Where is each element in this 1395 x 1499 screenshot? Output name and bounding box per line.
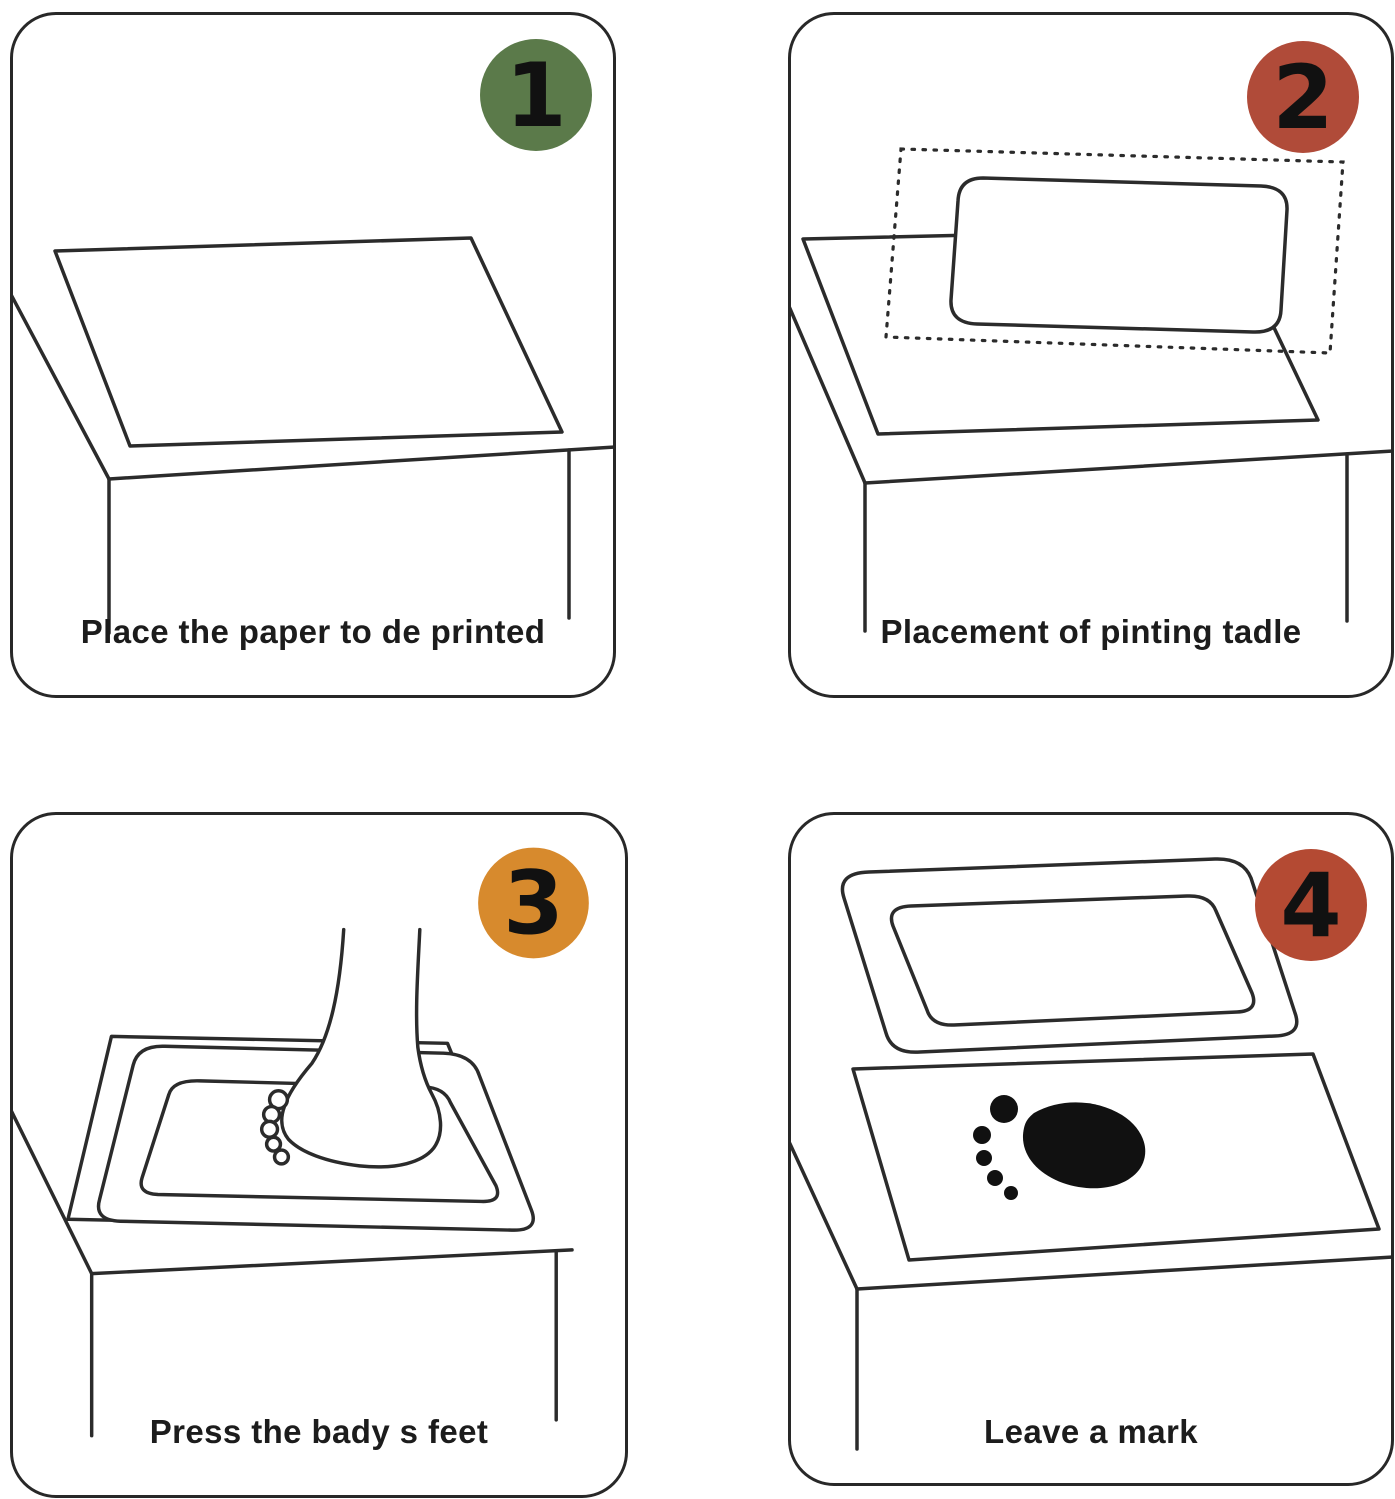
footprint-mark-illustration <box>973 1095 1146 1200</box>
step-caption: Press the bady s feet <box>149 1413 489 1450</box>
step-number-badge: 3 <box>478 847 589 959</box>
table-illustration <box>791 306 1391 633</box>
step-number: 1 <box>505 44 566 147</box>
step-number-badge: 2 <box>1247 41 1359 153</box>
step-caption: Leave a mark <box>984 1413 1198 1450</box>
badge-circle <box>478 847 589 959</box>
panel-step-2: 2 Placement of pinting tadle <box>788 12 1394 698</box>
step-3-illustration: 3 <box>13 847 589 1438</box>
paper-sheet-illustration <box>851 1052 1381 1262</box>
badge-circle <box>1255 849 1367 961</box>
lifted-ink-pad-illustration <box>840 857 1299 1054</box>
table-illustration <box>791 1141 1391 1451</box>
step-4-illustration: 4 <box>791 849 1391 1451</box>
table-illustration <box>13 1110 574 1438</box>
ink-pad-illustration <box>949 176 1289 334</box>
panel-step-4: 4 Leave a mark <box>788 812 1394 1486</box>
panel-step-3: 3 Press the bady s feet <box>10 812 628 1498</box>
step-number: 4 <box>1280 854 1341 957</box>
step-caption: Place the paper to de printed <box>80 613 546 650</box>
paper-sheet-illustration <box>53 236 564 448</box>
table-illustration <box>13 294 613 635</box>
toes-illustration <box>259 1089 291 1166</box>
step-number-badge: 4 <box>1255 849 1367 961</box>
ink-pad-inner-edge <box>139 1079 500 1204</box>
step-2-illustration: 2 <box>791 41 1391 633</box>
step-number: 3 <box>503 853 564 955</box>
badge-circle <box>480 39 592 151</box>
badge-circle <box>1247 41 1359 153</box>
baby-foot-illustration <box>259 927 443 1169</box>
step-number: 2 <box>1272 46 1333 149</box>
step-caption: Placement of pinting tadle <box>880 613 1302 650</box>
ink-pad-inner-edge <box>889 894 1256 1027</box>
panel-step-1: 1 Place the paper to de printed <box>10 12 616 698</box>
step-1-illustration: 1 <box>13 39 613 635</box>
big-toe-mark <box>990 1095 1018 1123</box>
step-number-badge: 1 <box>480 39 592 151</box>
